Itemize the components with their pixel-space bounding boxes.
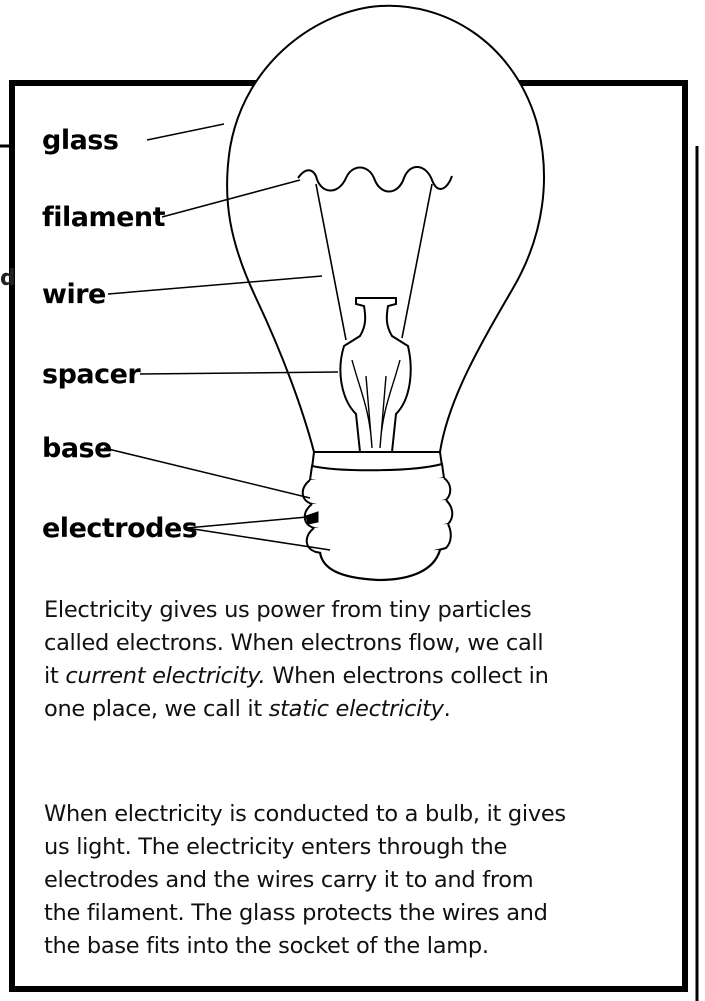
leader-spacer (139, 371, 339, 375)
p1-l4-start: one place, we call it (44, 696, 269, 722)
paragraph-2-line-5: the base fits into the socket of the lam… (44, 933, 489, 959)
label-glass: glass (42, 125, 119, 156)
paragraph-2-line-3: electrodes and the wires carry it to and… (44, 867, 534, 893)
leader-base (103, 447, 311, 499)
leader-filament (161, 179, 301, 218)
paragraph-2-line-2: us light. The electricity enters through… (44, 834, 508, 860)
spacer-stem (339, 297, 412, 453)
leader-glass (146, 123, 225, 141)
label-wire: wire (42, 279, 106, 310)
leader-electrodes-1 (186, 515, 319, 529)
electrode-contact (318, 549, 442, 582)
paragraph-1-line-4: one place, we call it static electricity… (44, 693, 692, 726)
electrode-side (305, 511, 319, 525)
filament-coil (297, 166, 453, 193)
screw-base (301, 462, 454, 558)
p1-l3-start: it (44, 663, 66, 689)
paragraph-1-line-3: it current electricity. When electrons c… (44, 660, 692, 693)
leader-electrodes-2 (186, 527, 331, 551)
label-spacer: spacer (42, 359, 141, 390)
label-base: base (42, 433, 112, 464)
term-static-electricity: static electricity (268, 696, 444, 722)
paragraph-1-line-2: called electrons. When electrons flow, w… (44, 630, 544, 656)
paragraph-2-line-1: When electricity is conducted to a bulb,… (44, 801, 566, 827)
stem-wires (351, 359, 401, 449)
bulb-glass (226, 4, 545, 453)
p1-l3-end: When electrons collect in (265, 663, 549, 689)
paragraph-bulb: When electricity is conducted to a bulb,… (44, 798, 692, 963)
leader-wire (107, 275, 323, 295)
paragraph-1-line-1: Electricity gives us power from tiny par… (44, 597, 532, 623)
paragraph-electricity: Electricity gives us power from tiny par… (44, 594, 692, 726)
label-filament: filament (42, 202, 166, 233)
edge-mark: d (0, 266, 16, 291)
p1-l4-end: . (443, 696, 451, 722)
support-wires (315, 183, 433, 341)
paragraph-2-line-4: the filament. The glass protects the wir… (44, 900, 548, 926)
term-current-electricity: current electricity. (65, 663, 266, 689)
label-electrodes: electrodes (42, 513, 198, 544)
leader-lines (103, 123, 339, 551)
